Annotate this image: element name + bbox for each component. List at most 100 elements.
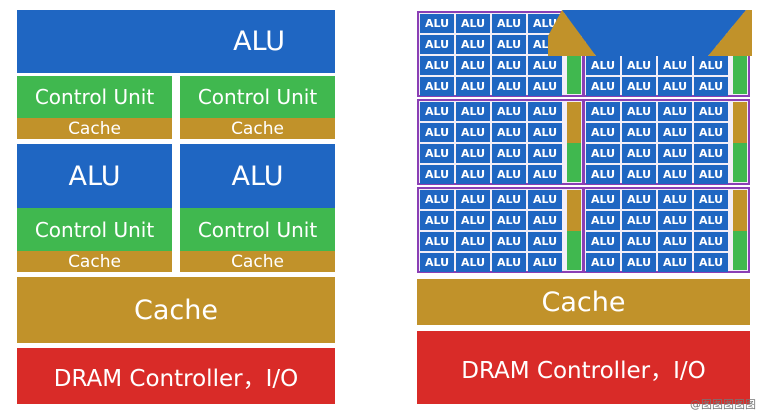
gpu-alu-cell: ALU (528, 144, 562, 163)
gpu-alu-cell: ALU (622, 102, 656, 121)
cpu-dram-controller: DRAM Controller，I/O (17, 348, 335, 404)
gpu-alu-cell: ALU (694, 232, 728, 251)
gpu-alu-cell: ALU (694, 123, 728, 142)
gpu-alu-cell: ALU (456, 35, 490, 54)
gpu-alu-cell: ALU (420, 253, 454, 272)
cpu-alu-4: ALU (180, 144, 335, 208)
gpu-alu-cell: ALU (456, 77, 490, 96)
gpu-alu-cell: ALU (492, 14, 526, 33)
gpu-alu-cell: ALU (694, 56, 728, 75)
gpu-alu-cell: ALU (658, 123, 692, 142)
gpu-alu-cell: ALU (420, 190, 454, 209)
gpu-alu-cell: ALU (420, 102, 454, 121)
cpu-cache-2: Cache (180, 118, 335, 139)
gpu-alu-cell: ALU (586, 253, 620, 272)
gpu-alu-cell: ALU (456, 123, 490, 142)
cpu-control-unit-2-label: Control Unit (197, 85, 318, 109)
gpu-alu-cell: ALU (528, 253, 562, 272)
gpu-alu-cell: ALU (492, 232, 526, 251)
gpu-alu-cell: ALU (658, 144, 692, 163)
gpu-alu-cell: ALU (456, 14, 490, 33)
gpu-alu-cell: ALU (456, 190, 490, 209)
gpu-alu-cell: ALU (492, 56, 526, 75)
gpu-funnel-blue (562, 10, 746, 56)
gpu-alu-cell: ALU (456, 232, 490, 251)
gpu-alu-cell: ALU (586, 232, 620, 251)
gpu-alu-cell: ALU (622, 123, 656, 142)
gpu-cache: Cache (417, 279, 750, 325)
gpu-alu-cell: ALU (622, 211, 656, 230)
gpu-alu-cell: ALU (694, 77, 728, 96)
gpu-alu-cell: ALU (492, 211, 526, 230)
gpu-alu-cell: ALU (528, 232, 562, 251)
gpu-alu-cell: ALU (492, 123, 526, 142)
cpu-control-unit-2: Control Unit (180, 76, 335, 118)
gpu-alu-cell: ALU (492, 190, 526, 209)
gpu-alu-cell: ALU (586, 144, 620, 163)
gpu-alu-cell: ALU (694, 253, 728, 272)
gpu-alu-cell: ALU (658, 232, 692, 251)
gpu-funnel-gold-right (708, 10, 752, 56)
cpu-alu-3: ALU (17, 144, 172, 208)
watermark: @图图图图图 (690, 398, 756, 411)
gpu-alu-cell: ALU (658, 102, 692, 121)
gpu-alu-cell: ALU (586, 77, 620, 96)
gpu-alu-cell: ALU (586, 211, 620, 230)
gpu-alu-cell: ALU (492, 35, 526, 54)
gpu-funnel-overlay (548, 10, 752, 56)
gpu-alu-cell: ALU (586, 123, 620, 142)
gpu-cache-strip (567, 102, 581, 143)
gpu-dram-controller: DRAM Controller，I/O (417, 331, 750, 404)
gpu-alu-cell: ALU (492, 102, 526, 121)
gpu-alu-cell: ALU (420, 35, 454, 54)
cpu-cache-4-label: Cache (231, 251, 284, 272)
gpu-alu-cell: ALU (528, 56, 562, 75)
gpu-alu-cell: ALU (492, 253, 526, 272)
cpu-control-unit-1-label: Control Unit (34, 85, 155, 109)
gpu-alu-cell: ALU (420, 165, 454, 184)
gpu-alu-cell: ALU (528, 211, 562, 230)
gpu-alu-cell: ALU (456, 102, 490, 121)
gpu-alu-cell: ALU (622, 190, 656, 209)
gpu-alu-cell: ALU (492, 165, 526, 184)
gpu-cache-strip (733, 190, 747, 231)
gpu-alu-cell: ALU (456, 56, 490, 75)
gpu-alu-cell: ALU (694, 190, 728, 209)
gpu-alu-cell: ALU (586, 102, 620, 121)
gpu-alu-cell: ALU (420, 123, 454, 142)
gpu-alu-cell: ALU (420, 77, 454, 96)
gpu-alu-cell: ALU (456, 211, 490, 230)
cpu-cache-3: Cache (17, 251, 172, 272)
cpu-cache-1: Cache (17, 118, 172, 139)
gpu-alu-cell: ALU (456, 253, 490, 272)
gpu-alu-cell: ALU (658, 56, 692, 75)
gpu-alu-cell: ALU (622, 77, 656, 96)
gpu-alu-cell: ALU (456, 144, 490, 163)
gpu-alu-cell: ALU (456, 165, 490, 184)
cpu-control-unit-3: Control Unit (17, 208, 172, 251)
cpu-cache-3-label: Cache (68, 251, 121, 272)
cpu-shared-cache: Cache (17, 277, 335, 343)
cpu-alu-4-label: ALU (231, 160, 284, 192)
gpu-alu-cell: ALU (658, 253, 692, 272)
gpu-alu-cell: ALU (528, 123, 562, 142)
cpu-cache-2-label: Cache (231, 118, 284, 139)
cpu-shared-cache-label: Cache (134, 294, 218, 326)
gpu-alu-cell: ALU (528, 190, 562, 209)
gpu-alu-cell: ALU (622, 253, 656, 272)
gpu-control-strip (733, 143, 747, 182)
gpu-cache-strip (567, 190, 581, 231)
cpu-control-unit-3-label: Control Unit (34, 217, 155, 242)
gpu-control-strip (567, 143, 581, 182)
gpu-alu-cell: ALU (694, 102, 728, 121)
gpu-alu-cell: ALU (586, 165, 620, 184)
